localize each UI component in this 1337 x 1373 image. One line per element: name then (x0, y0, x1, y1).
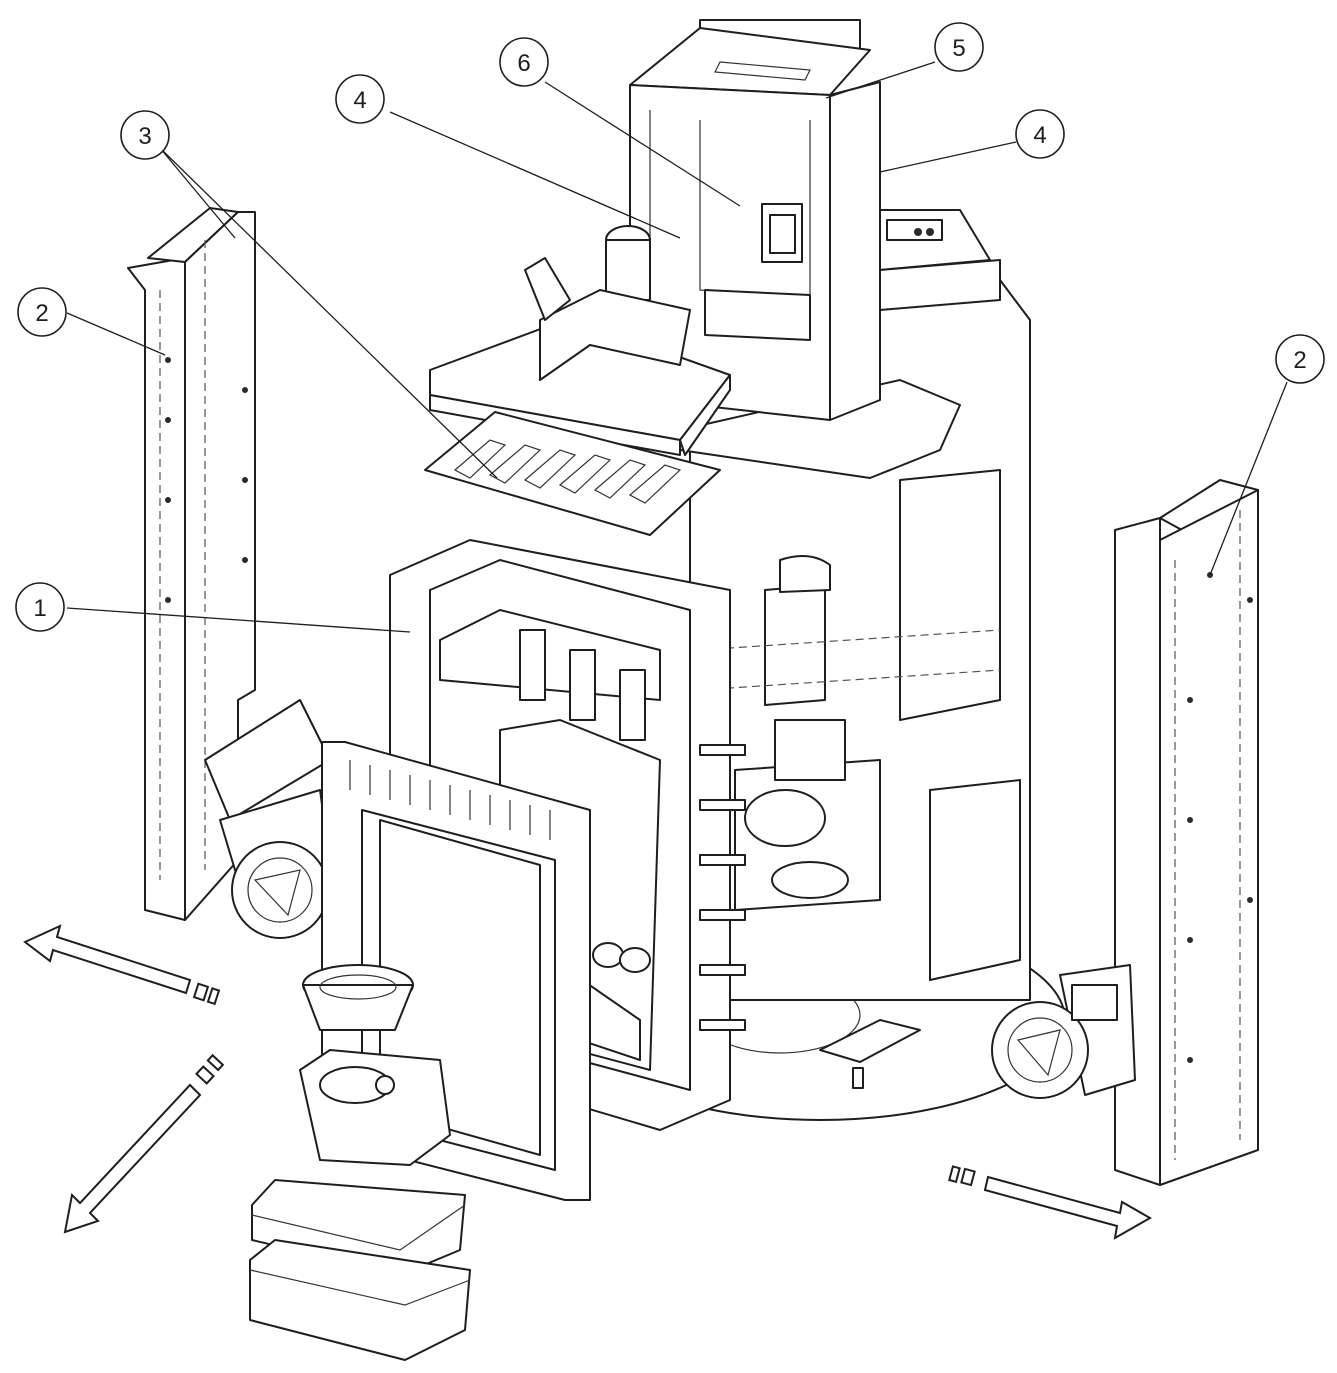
callout-4-left-label: 4 (353, 87, 366, 114)
callout-2-right: 2 (1275, 334, 1325, 384)
auger-motor (605, 225, 651, 301)
callout-1: 1 (15, 582, 65, 632)
arrow-right (948, 1165, 1153, 1240)
heat-exchanger-fins (699, 744, 746, 1031)
fire-plate (429, 257, 731, 456)
combustion-fan (299, 1049, 451, 1166)
left-blower-fan (204, 699, 336, 939)
callout-6-label: 6 (517, 50, 530, 77)
callout-3-label: 3 (138, 123, 151, 150)
callout-5: 5 (934, 22, 984, 72)
callout-2-left-label: 2 (35, 300, 48, 327)
callout-2-left: 2 (17, 287, 67, 337)
callout-4-right: 4 (1015, 109, 1065, 159)
burn-pot (302, 964, 414, 1031)
callout-6: 6 (499, 37, 549, 87)
callout-2-right-label: 2 (1293, 347, 1306, 374)
leader-lines (66, 61, 1288, 633)
callout-4-left: 4 (335, 74, 385, 124)
ash-drawer-lower (249, 1239, 471, 1361)
callout-3: 3 (120, 110, 170, 160)
burner-grate (424, 411, 721, 536)
arrow-left (23, 924, 221, 1006)
callout-5-label: 5 (952, 35, 965, 62)
right-blower-fan (991, 964, 1136, 1099)
callout-4-right-label: 4 (1033, 122, 1046, 149)
callout-1-label: 1 (33, 595, 46, 622)
arrow-down-left (63, 1053, 225, 1234)
right-side-panel (1114, 479, 1259, 1186)
